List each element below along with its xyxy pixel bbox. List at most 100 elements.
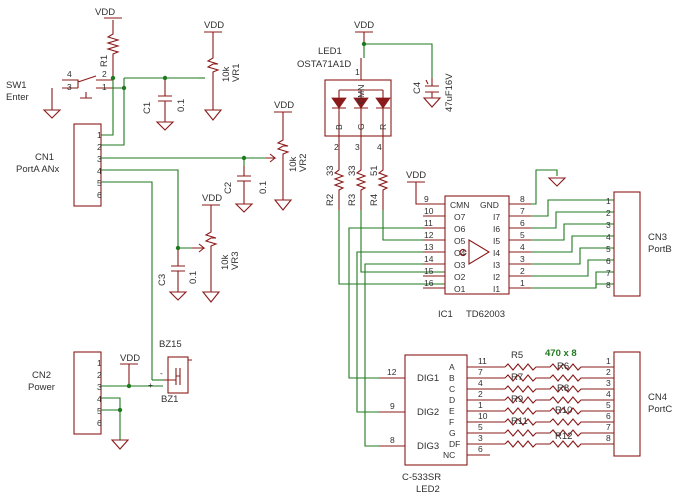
cn3-pin7: 7 bbox=[606, 268, 611, 278]
ic1-i1-label: I1 bbox=[493, 284, 500, 294]
ic1-o4-label: O4 bbox=[454, 248, 466, 258]
led1-pin4: 4 bbox=[377, 142, 382, 152]
led1-pin3: 3 bbox=[355, 142, 360, 152]
ic1-pin8: 8 bbox=[520, 194, 525, 204]
r2-name: R2 bbox=[325, 194, 336, 206]
ic1-i6-label: I6 bbox=[493, 224, 500, 234]
ic1-i4-label: I4 bbox=[493, 248, 500, 258]
vr3-value: 10k bbox=[220, 254, 231, 270]
led2-c: C bbox=[449, 384, 455, 394]
r1-label: R1 bbox=[99, 55, 110, 67]
bz-name: BZ1 bbox=[161, 394, 178, 405]
cn4-pin1: 1 bbox=[606, 356, 611, 366]
cn1-pin6: 6 bbox=[97, 190, 102, 200]
bz-plus: + bbox=[148, 380, 153, 390]
cn2-pin3: 3 bbox=[97, 382, 102, 392]
led2-pin11: 11 bbox=[478, 356, 487, 366]
r8-label: R8 bbox=[557, 383, 569, 394]
ic1-o2-label: O2 bbox=[454, 272, 466, 282]
ic1-o5-label: O5 bbox=[454, 236, 466, 246]
cn2-pin6: 6 bbox=[97, 418, 102, 428]
cn4-name: CN4 bbox=[648, 392, 667, 403]
cn2-value: Power bbox=[28, 382, 55, 393]
led2-pin6: 6 bbox=[478, 444, 483, 454]
ic1-pin3: 3 bbox=[520, 254, 525, 264]
cn2-pin4: 4 bbox=[97, 394, 102, 404]
sw1-pin1: 1 bbox=[102, 82, 107, 92]
r12-label: R12 bbox=[555, 431, 572, 442]
cn3-pin8: 8 bbox=[606, 280, 611, 290]
cn1-value: PortA ANx bbox=[16, 164, 60, 175]
led1-rgb: LED1 OSTA71A1D B G CMN R 1 2 3 4 bbox=[297, 46, 392, 152]
ic1-gnd-label: GND bbox=[480, 200, 499, 210]
c3-value: 0.1 bbox=[188, 271, 199, 284]
cn1-pin3: 3 bbox=[97, 154, 102, 164]
led1-g: G bbox=[356, 123, 366, 130]
led1-name: LED1 bbox=[318, 46, 342, 57]
bz-value: BZ15 bbox=[159, 339, 182, 350]
led2-value: C-533SR bbox=[402, 472, 441, 483]
vr2-pot: VDD 10k VR2 bbox=[266, 100, 309, 211]
cn4-pin3: 3 bbox=[606, 378, 611, 388]
ic1-pin14: 14 bbox=[424, 254, 434, 264]
cn4-pin2: 2 bbox=[606, 367, 611, 377]
led2-pin5: 5 bbox=[478, 422, 483, 432]
led2-a: A bbox=[449, 362, 455, 372]
r3-name: R3 bbox=[347, 194, 358, 206]
led2-pin12: 12 bbox=[387, 367, 397, 377]
c1-capacitor: C1 0.1 bbox=[142, 80, 187, 131]
ic1-pin5: 5 bbox=[520, 230, 525, 240]
r1-resistor: VDD R1 bbox=[95, 7, 122, 78]
c2-name: C2 bbox=[223, 182, 234, 194]
r10-label: R10 bbox=[555, 405, 572, 416]
cn2-name: CN2 bbox=[32, 370, 51, 381]
led2-display: C-533SR LED2 12 9 8 DIG1 DIG2 DIG3 A B C… bbox=[379, 354, 505, 495]
r5-label: R5 bbox=[511, 350, 523, 361]
cn3-pin6: 6 bbox=[606, 256, 611, 266]
ic1-power-wires: VDD bbox=[406, 169, 567, 205]
cn4-pin6: 6 bbox=[606, 411, 611, 421]
sw1-value: Enter bbox=[6, 92, 29, 103]
ic1-pin11: 11 bbox=[424, 218, 433, 228]
led2-pin1: 1 bbox=[478, 400, 483, 410]
cn1-name: CN1 bbox=[35, 152, 54, 163]
c2-value: 0.1 bbox=[258, 181, 269, 194]
vdd-label-cn2: VDD bbox=[120, 353, 140, 364]
led2-nc: NC bbox=[443, 450, 455, 460]
ic1-pin4: 4 bbox=[520, 242, 525, 252]
r3-value: 33 bbox=[347, 165, 358, 176]
resistor-array: 470 x 8 R5 R6 R7 R8 R9 R10 R11 R12 bbox=[504, 348, 614, 448]
led2-e: E bbox=[449, 406, 455, 416]
led2-pin4: 4 bbox=[478, 378, 483, 388]
cn3-pin3: 3 bbox=[606, 220, 611, 230]
c3-name: C3 bbox=[157, 274, 168, 286]
led2-pin2: 2 bbox=[478, 389, 483, 399]
ic1-td62003: IC1 TD62003 CMN O7 O6 O5 O4 O3 O2 O1 GND… bbox=[423, 194, 531, 320]
led1-b: B bbox=[334, 124, 344, 130]
led2-g: G bbox=[449, 428, 456, 438]
r7-label: R7 bbox=[511, 372, 523, 383]
cn3-pin4: 4 bbox=[606, 232, 611, 242]
r2-value: 33 bbox=[325, 165, 336, 176]
cn1-pin5: 5 bbox=[97, 178, 102, 188]
vdd-label-vr3: VDD bbox=[202, 193, 222, 204]
cn4-connector: CN4 PortC 1 2 3 4 5 6 7 8 bbox=[606, 351, 672, 457]
cn4-pin7: 7 bbox=[606, 422, 611, 432]
c4-value: 47uF16V bbox=[444, 73, 455, 112]
led1-value: OSTA71A1D bbox=[297, 59, 351, 70]
cn1-pin4: 4 bbox=[97, 166, 102, 176]
led2-dig3: DIG3 bbox=[417, 441, 439, 452]
cn1-connector: CN1 PortA ANx 1 2 3 4 5 6 bbox=[16, 123, 102, 207]
ic1-o7-label: O7 bbox=[454, 212, 466, 222]
vr3-pot: VDD 10k VR3 bbox=[192, 193, 241, 303]
cn1-wires-top bbox=[101, 75, 205, 146]
ic1-pin1: 1 bbox=[520, 278, 525, 288]
cn4-pin4: 4 bbox=[606, 389, 611, 399]
led2-df: DF bbox=[449, 439, 460, 449]
r4-value: 51 bbox=[369, 165, 380, 176]
ic1-i7-label: I7 bbox=[493, 212, 500, 222]
led2-b: B bbox=[449, 373, 455, 383]
cn2-connector: CN2 Power 1 2 3 4 5 6 bbox=[28, 351, 102, 435]
cn4-value: PortC bbox=[648, 404, 672, 415]
cn1-wires-bottom bbox=[101, 155, 266, 380]
